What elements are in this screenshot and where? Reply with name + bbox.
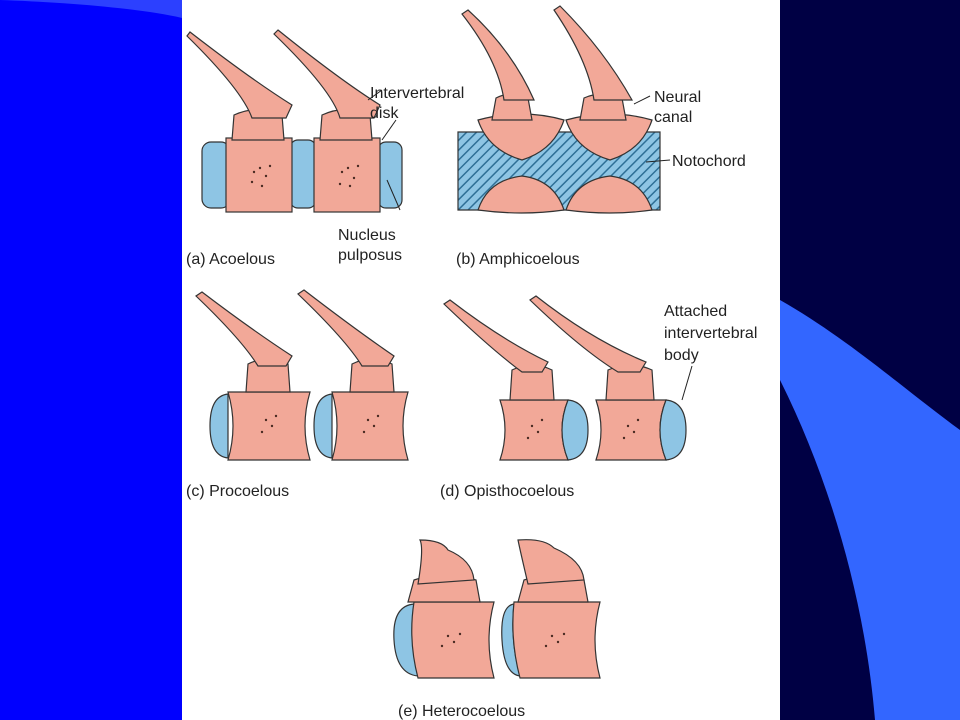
blue-swoosh	[780, 300, 960, 720]
cartilage-cap	[561, 399, 589, 461]
caption-procoelous: (c) Procoelous	[186, 483, 289, 500]
neural-spine	[417, 539, 475, 585]
neural-spine	[553, 5, 634, 101]
intervertebral-disk	[377, 141, 403, 209]
neural-spine	[517, 539, 585, 585]
label-intervertebral-disk-line1: Intervertebral	[370, 85, 464, 102]
procoelous-figure	[195, 289, 409, 461]
opisthocoelous-figure	[443, 295, 687, 461]
centrum	[595, 399, 667, 461]
caption-heterocoelous: (e) Heterocoelous	[398, 703, 525, 720]
label-intervertebral-disk-line2: disk	[370, 105, 399, 122]
centrum	[565, 175, 653, 214]
caption-acoelous: (a) Acoelous	[186, 251, 275, 268]
centrum	[313, 137, 381, 213]
label-nucleus-pulposus-line1: Nucleus	[338, 227, 396, 244]
vertebra-types-diagram: Intervertebral disk Nucleus pulposus (a)…	[186, 5, 757, 720]
neural-spine	[273, 29, 381, 119]
label-attached-body-line3: body	[664, 347, 699, 364]
centrum	[411, 601, 495, 679]
amphicoelous-figure	[457, 5, 661, 214]
label-notochord: Notochord	[672, 153, 746, 170]
label-attached-body-line1: Attached	[664, 303, 727, 320]
neural-spine	[461, 9, 535, 101]
heterocoelous-figure	[393, 539, 601, 679]
label-neural-canal-line2: canal	[654, 109, 692, 126]
label-attached-body-line2: intervertebral	[664, 325, 757, 342]
cartilage-cap	[659, 399, 687, 461]
label-nucleus-pulposus-line2: pulposus	[338, 247, 402, 264]
centrum	[477, 175, 565, 214]
neural-spine	[195, 291, 293, 367]
centrum	[331, 391, 409, 461]
centrum	[225, 137, 293, 213]
intervertebral-disk	[289, 139, 317, 209]
figure-panel: Intervertebral disk Nucleus pulposus (a)…	[182, 0, 780, 720]
caption-opisthocoelous: (d) Opisthocoelous	[440, 483, 574, 500]
centrum	[499, 399, 569, 461]
centrum	[227, 391, 311, 461]
label-neural-canal-line1: Neural	[654, 89, 701, 106]
neural-spine	[529, 295, 647, 373]
cartilage-cap	[209, 393, 229, 459]
neural-spine	[443, 299, 549, 373]
bone-texture	[250, 164, 640, 648]
neural-spine	[186, 31, 293, 119]
centrum	[512, 601, 601, 679]
acoelous-figure	[186, 29, 403, 213]
caption-amphicoelous: (b) Amphicoelous	[456, 251, 580, 268]
cartilage-cap	[313, 393, 333, 459]
neural-spine	[297, 289, 395, 367]
